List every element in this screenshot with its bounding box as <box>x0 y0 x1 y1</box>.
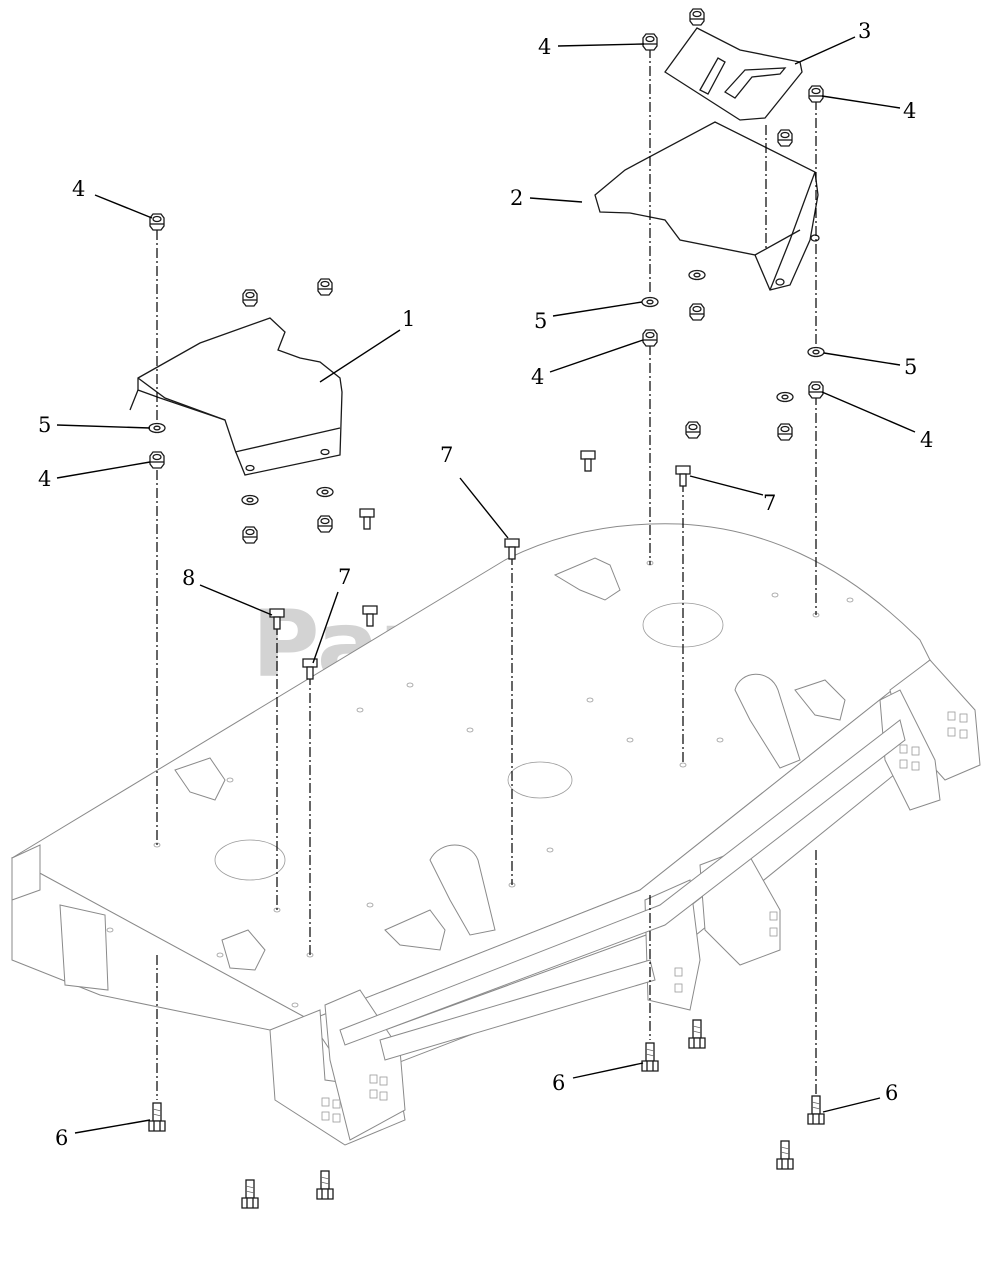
deck-slots <box>321 711 968 1123</box>
callout-4-left: 4 <box>38 467 51 491</box>
deck-brackets <box>174 557 846 971</box>
callout-1: 1 <box>402 307 415 331</box>
callout-5-left: 5 <box>38 413 51 437</box>
callout-4-center: 4 <box>531 365 544 389</box>
callout-7-center: 7 <box>440 443 453 467</box>
leader-lines <box>56 36 916 1134</box>
callout-4-top-right: 4 <box>903 99 916 123</box>
deck-top-plate <box>10 523 931 1021</box>
deck-right-plate-inner <box>879 689 941 811</box>
deck-left-box <box>59 904 109 991</box>
callout-4-top: 4 <box>538 35 551 59</box>
spindle-opening-center <box>507 761 573 799</box>
callout-4-upper-left: 4 <box>72 177 85 201</box>
callout-6-left: 6 <box>55 1126 68 1150</box>
assembly-lines <box>156 48 817 1100</box>
callout-7-left: 7 <box>338 565 351 589</box>
callout-8: 8 <box>182 566 195 590</box>
callout-5-right: 5 <box>904 355 917 379</box>
part-3-plate <box>664 27 803 121</box>
callout-7-right: 7 <box>763 491 776 515</box>
callout-6-center: 6 <box>552 1071 565 1095</box>
spindle-opening-left <box>214 839 286 881</box>
callout-4-right: 4 <box>920 428 933 452</box>
hardware-bolts <box>148 1019 825 1209</box>
mower-deck <box>10 523 981 1146</box>
callout-6-right: 6 <box>885 1081 898 1105</box>
part-1-shield-left <box>129 317 343 476</box>
callout-labels: 4 5 4 1 2 4 3 4 5 4 5 4 7 7 8 7 6 6 6 <box>38 19 933 1150</box>
deck-corner-bracket <box>11 844 41 901</box>
deck-front-rail-lower <box>379 959 656 1061</box>
callout-5-center: 5 <box>534 309 547 333</box>
callout-2: 2 <box>510 186 523 210</box>
callout-3: 3 <box>858 19 871 43</box>
deck-front-rail <box>339 719 906 1046</box>
part-2-shield-right <box>594 121 820 291</box>
